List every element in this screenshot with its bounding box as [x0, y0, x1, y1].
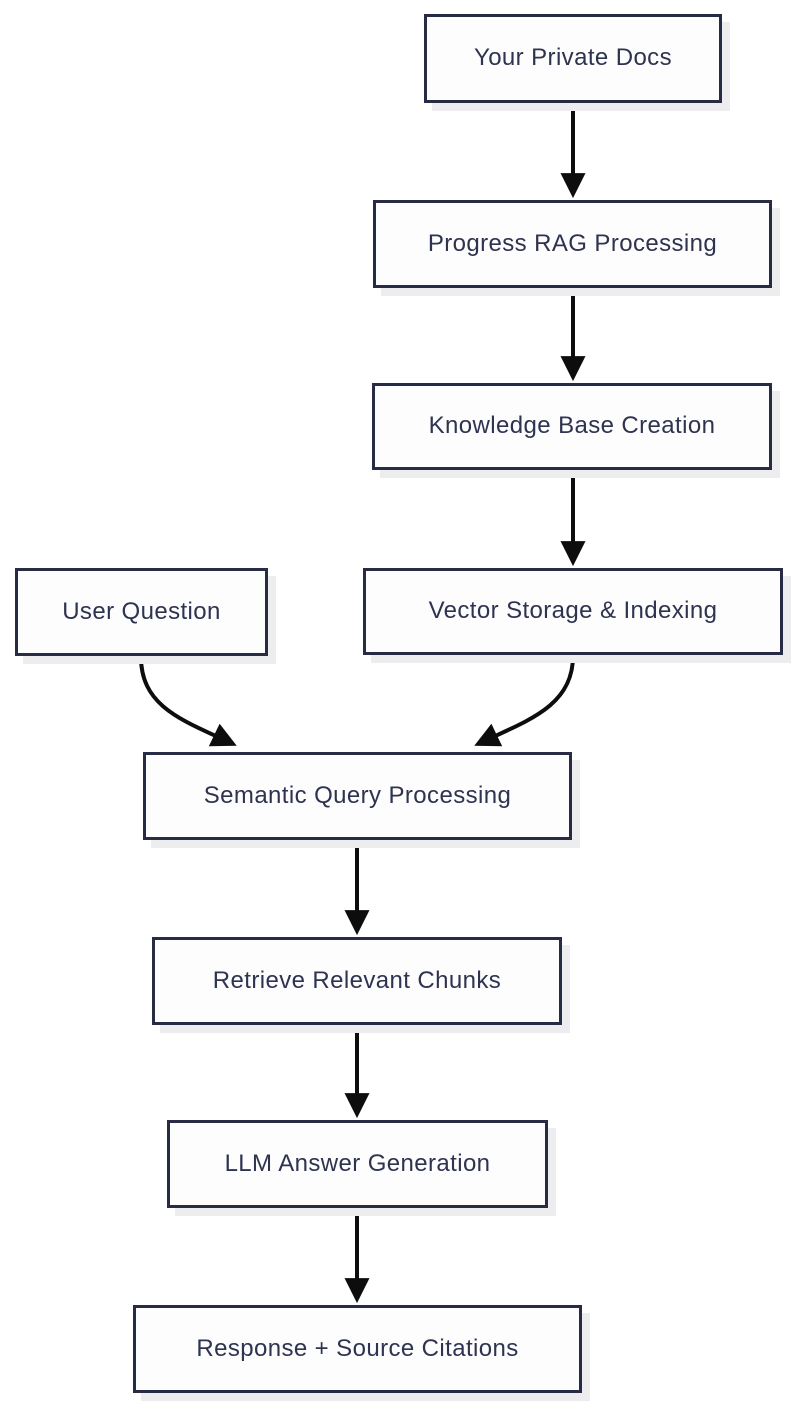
flow-node-retrieve-relevant-chunks: Retrieve Relevant Chunks [152, 937, 562, 1025]
edge-vector-to-semantic [474, 655, 575, 747]
node-label: Semantic Query Processing [203, 781, 512, 809]
edge-question-to-semantic [139, 656, 237, 747]
node-label: Progress RAG Processing [427, 229, 718, 257]
flow-node-vector-storage-indexing: Vector Storage & Indexing [363, 568, 783, 655]
node-label: Response + Source Citations [196, 1334, 519, 1362]
node-label: Your Private Docs [473, 44, 672, 72]
flow-node-user-question: User Question [15, 568, 268, 656]
node-label: User Question [62, 597, 221, 625]
flow-node-your-private-docs: Your Private Docs [424, 14, 722, 103]
flow-node-response-source-citations: Response + Source Citations [133, 1305, 582, 1393]
node-label: Vector Storage & Indexing [428, 597, 718, 625]
flow-node-progress-rag-processing: Progress RAG Processing [373, 200, 772, 288]
flow-node-semantic-query-processing: Semantic Query Processing [143, 752, 572, 840]
node-label: Knowledge Base Creation [428, 412, 716, 440]
node-label: LLM Answer Generation [224, 1149, 491, 1177]
flow-node-llm-answer-generation: LLM Answer Generation [167, 1120, 548, 1208]
flow-node-knowledge-base-creation: Knowledge Base Creation [372, 383, 772, 470]
node-label: Retrieve Relevant Chunks [212, 966, 502, 994]
